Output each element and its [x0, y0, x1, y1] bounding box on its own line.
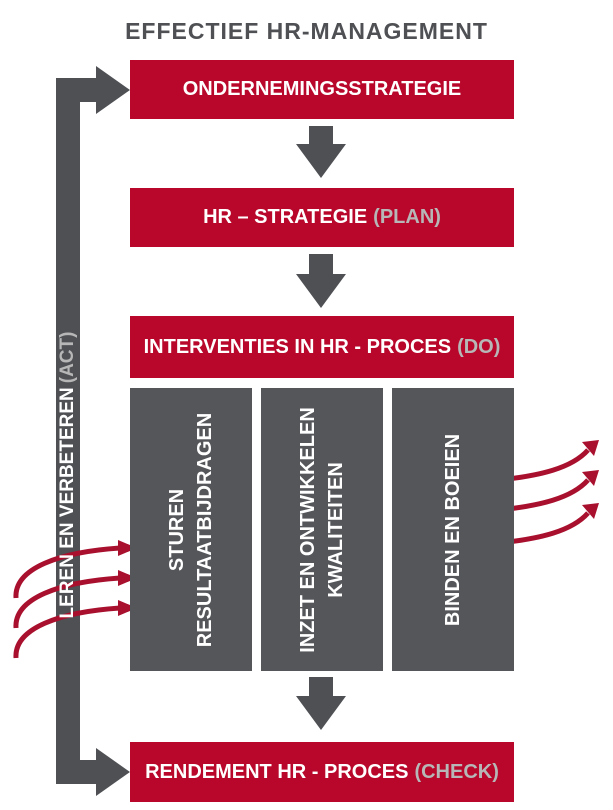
feedback-label: LEREN EN VERBETEREN (ACT) [57, 332, 79, 619]
incoming-curve-2 [13, 575, 121, 629]
down-arrow-1 [296, 126, 346, 178]
column-sturen-line-2: RESULTAATBIJDRAGEN [194, 412, 216, 647]
box-rendement: RENDEMENT HR - PROCES (CHECK) [130, 742, 514, 802]
feedback-label-text: LEREN EN VERBETEREN [57, 387, 78, 619]
box-interventies: INTERVENTIES IN HR - PROCES (DO) [130, 316, 514, 378]
feedback-label-tag: (ACT) [57, 331, 78, 384]
incoming-arrows [13, 545, 121, 659]
incoming-curve-3 [13, 605, 121, 659]
column-inzet-line-2: KWALITEITEN [325, 461, 347, 598]
box-interventies-tag: (DO) [457, 335, 501, 358]
incoming-arrowheads [118, 540, 137, 616]
down-arrow-3 [296, 677, 346, 730]
column-binden-line-1: BINDEN EN BOEIEN [442, 433, 464, 626]
box-hr-strategie-label: HR – STRATEGIE [203, 206, 368, 228]
column-inzet: INZET EN ONTWIKKELEN KWALITEITEN [261, 388, 383, 671]
diagram-title: EFFECTIEF HR-MANAGEMENT [125, 18, 488, 44]
outgoing-arrowheads [582, 440, 599, 519]
box-ondernemingsstrategie: ONDERNEMINGSSTRATEGIE [130, 60, 514, 119]
column-inzet-text: INZET EN ONTWIKKELEN KWALITEITEN [294, 407, 350, 653]
box-hr-strategie: HR – STRATEGIE (PLAN) [130, 188, 514, 247]
column-binden-text: BINDEN EN BOEIEN [439, 433, 467, 625]
box-interventies-label: INTERVENTIES IN HR - PROCES [143, 335, 452, 358]
column-sturen: STUREN RESULTAATBIJDRAGEN [130, 388, 252, 671]
column-binden: BINDEN EN BOEIEN [392, 388, 514, 671]
column-sturen-line-1: STUREN [166, 488, 188, 571]
incoming-curve-1 [13, 545, 121, 599]
column-sturen-text: STUREN RESULTAATBIJDRAGEN [163, 412, 219, 646]
feedback-loop-arrow [56, 66, 130, 796]
box-ondernemingsstrategie-label: ONDERNEMINGSSTRATEGIE [182, 78, 462, 100]
box-rendement-tag: (CHECK) [414, 760, 499, 783]
box-rendement-label: RENDEMENT HR - PROCES [145, 760, 409, 783]
down-arrow-2 [296, 254, 346, 308]
column-inzet-line-1: INZET EN ONTWIKKELEN [297, 406, 319, 653]
box-hr-strategie-tag: (PLAN) [373, 206, 441, 228]
